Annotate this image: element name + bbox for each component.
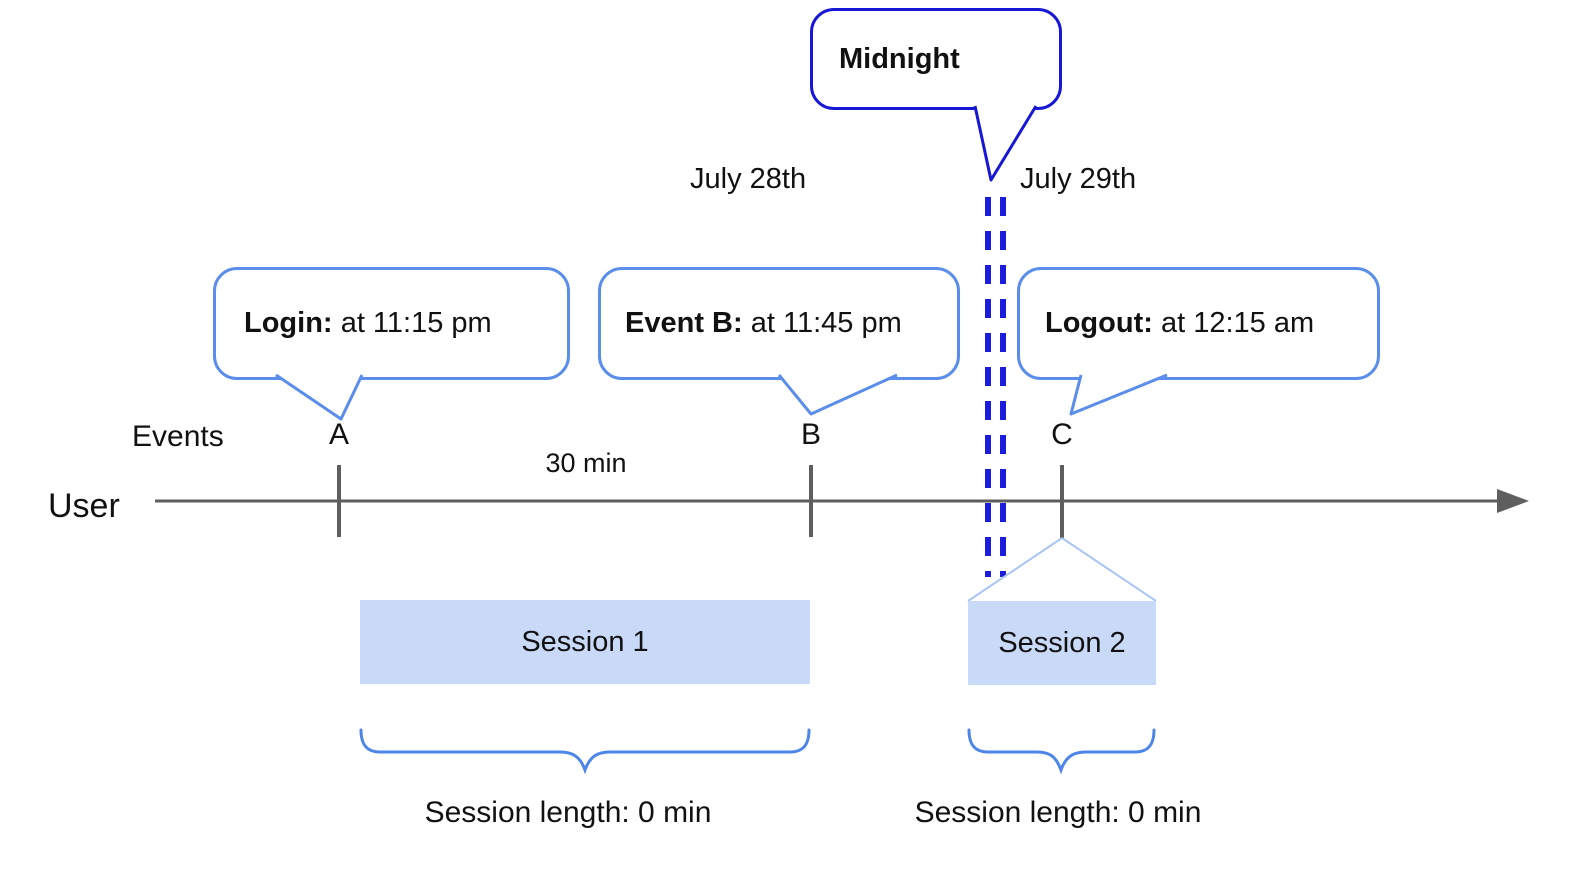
session1-label: Session 1 — [521, 625, 649, 658]
logout-callout: Logout: at 12:15 am — [1017, 267, 1380, 380]
logout-callout-time: at 12:15 am — [1161, 307, 1315, 339]
date-label-july-28: July 28th — [690, 163, 807, 195]
user-lane-label: User — [48, 487, 120, 525]
event-b-callout-tail — [777, 373, 898, 416]
session2-label: Session 2 — [998, 626, 1126, 659]
midnight-callout-label: Midnight — [839, 42, 960, 75]
logout-callout-tail — [1069, 373, 1168, 416]
session2-length-brace — [967, 728, 1156, 775]
tick-label-a: A — [328, 418, 350, 451]
session1-box: Session 1 — [360, 600, 810, 684]
timeline-arrowhead-icon — [1497, 489, 1529, 513]
logout-callout-label: Logout: — [1045, 307, 1153, 339]
login-callout-tail — [275, 373, 364, 421]
login-callout: Login: at 11:15 pm — [213, 267, 570, 380]
session1-length-label: Session length: 0 min — [424, 796, 712, 829]
midnight-callout: Midnight — [810, 8, 1062, 110]
session2-connector-lines — [967, 537, 1157, 602]
event-b-callout: Event B: at 11:45 pm — [598, 267, 960, 380]
tick-label-b: B — [800, 418, 822, 451]
session2-box: Session 2 — [968, 601, 1156, 685]
tick-label-c: C — [1051, 418, 1073, 451]
date-label-july-29: July 29th — [1020, 163, 1137, 195]
event-b-callout-time: at 11:45 pm — [750, 307, 902, 339]
events-row-label: Events — [132, 420, 224, 453]
session2-length-label: Session length: 0 min — [914, 796, 1202, 829]
login-callout-label: Login: — [244, 307, 333, 339]
session1-length-brace — [359, 728, 811, 775]
event-b-callout-label: Event B: — [625, 307, 743, 339]
interval-30min-label: 30 min — [545, 448, 627, 478]
login-callout-time: at 11:15 pm — [340, 307, 492, 339]
